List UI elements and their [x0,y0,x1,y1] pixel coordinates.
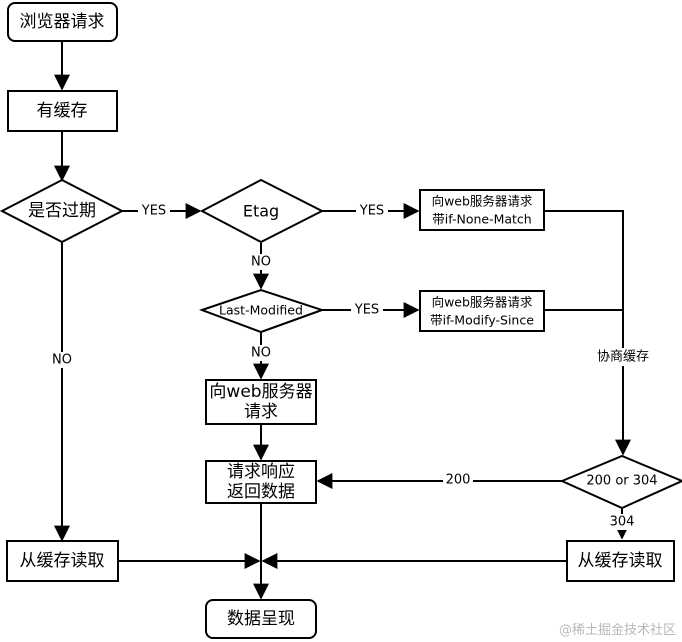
etag-label: Etag [243,202,279,221]
is-expired-label: 是否过期 [28,201,96,221]
read-cache-left-box [6,540,119,582]
request-if-none-match-box [419,189,545,231]
request-if-none-match-line1: 向web服务器请求 [432,194,533,209]
edge-label-200: 200 [446,473,471,488]
response-box [205,460,317,504]
edge-label-304: 304 [610,515,635,530]
response-line1: 请求响应 [227,462,295,482]
read-cache-right-label: 从缓存读取 [578,551,663,571]
render-data-label: 数据呈现 [227,609,295,629]
last-modified-diamond [199,288,326,334]
is-expired-diamond [0,178,125,244]
request-if-modify-since-line1: 向web服务器请求 [432,295,533,310]
read-cache-left-label: 从缓存读取 [20,551,105,571]
edge-label-negotiate-cache: 协商缓存 [597,350,649,365]
render-data-box [205,599,317,639]
edge-label-lastmod-no: NO [251,346,271,361]
has-cache-box [7,90,118,132]
has-cache-label: 有缓存 [37,101,88,121]
edge-none-match-to-status [544,210,631,456]
last-modified-label: Last-Modified [219,303,303,318]
etag-diamond [199,178,325,244]
status-200-or-304-diamond [559,454,682,510]
edge-label-etag-no: NO [251,255,271,270]
web-server-request-line1: 向web服务器 [209,382,312,402]
edge-label-lastmod-yes: YES [354,303,379,318]
web-server-request-line2: 请求 [244,402,278,422]
edge-label-etag-yes: YES [359,204,384,219]
request-if-modify-since-line2: 带if-Modify-Since [430,313,534,328]
browser-request-box [7,2,118,42]
request-if-modify-since-box [419,290,545,332]
read-cache-right-box [566,540,675,582]
watermark: @稀土掘金技术社区 [558,623,676,638]
edge-label-expired-no: NO [52,353,72,368]
response-line2: 返回数据 [227,482,295,502]
web-server-request-box [205,379,317,425]
status-200-or-304-label: 200 or 304 [586,474,657,489]
edge-label-expired-yes: YES [141,204,166,219]
browser-request-label: 浏览器请求 [20,12,105,32]
request-if-none-match-line2: 带if-None-Match [432,212,531,227]
